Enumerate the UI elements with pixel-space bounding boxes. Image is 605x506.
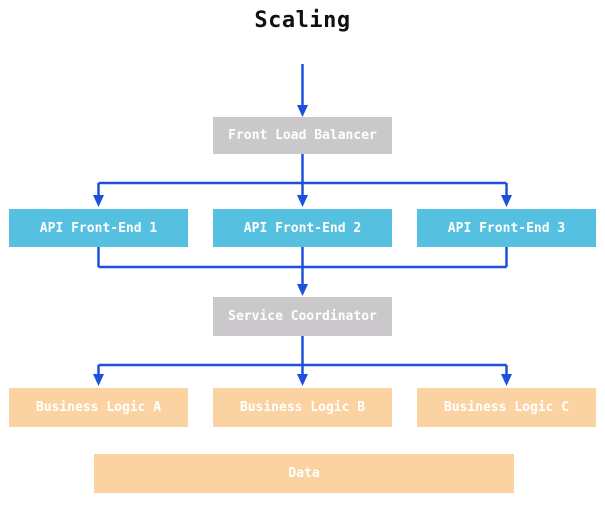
node-data: Data <box>94 454 514 493</box>
node-api-front-end-2: API Front-End 2 <box>213 209 392 247</box>
node-label: Front Load Balancer <box>228 128 377 143</box>
node-api-front-end-3: API Front-End 3 <box>417 209 596 247</box>
node-business-logic-b: Business Logic B <box>213 388 392 427</box>
node-service-coordinator: Service Coordinator <box>213 297 392 336</box>
node-front-load-balancer: Front Load Balancer <box>213 117 392 154</box>
edge-service-coordinator-to-business-logic <box>93 336 512 386</box>
node-label: API Front-End 2 <box>243 220 362 236</box>
node-label: API Front-End 3 <box>447 220 566 236</box>
node-label: API Front-End 1 <box>39 220 158 236</box>
node-label: Service Coordinator <box>228 309 377 324</box>
node-label: Business Logic B <box>239 400 366 415</box>
node-label: Business Logic C <box>443 400 570 415</box>
node-api-front-end-1: API Front-End 1 <box>9 209 188 247</box>
node-label: Data <box>288 466 320 481</box>
node-business-logic-c: Business Logic C <box>417 388 596 427</box>
node-label: Business Logic A <box>35 400 162 415</box>
diagram-title: Scaling <box>254 8 351 33</box>
node-business-logic-a: Business Logic A <box>9 388 188 427</box>
edge-front-load-balancer-to-api-front-ends <box>93 154 512 207</box>
edge-api-front-ends-to-service-coordinator <box>97 247 508 296</box>
